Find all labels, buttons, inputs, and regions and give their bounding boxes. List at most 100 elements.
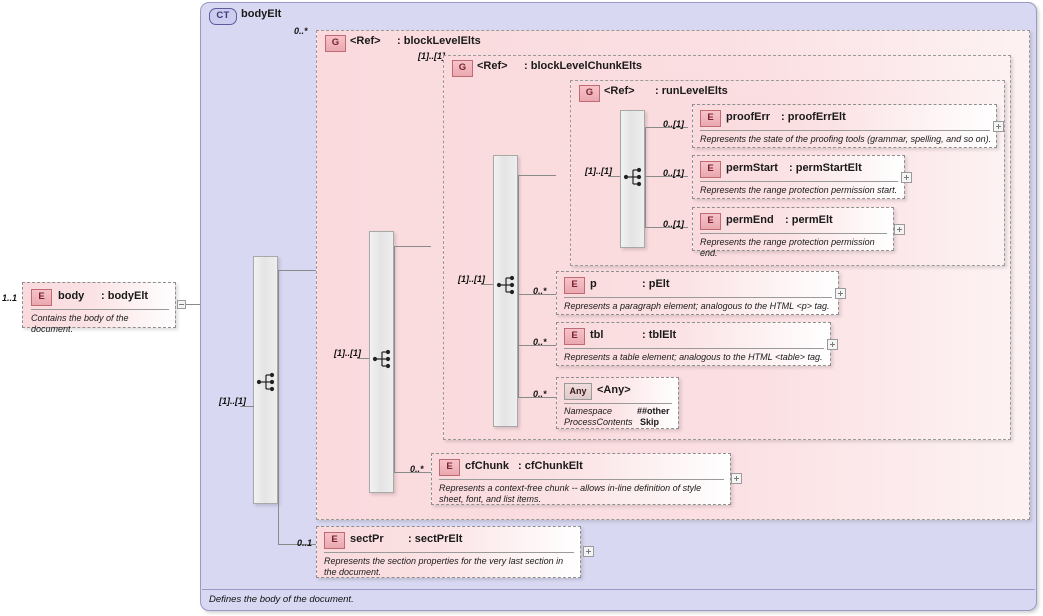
connector-line (518, 397, 556, 398)
sectPr-cardinality: 0..1 (297, 538, 313, 548)
connector-line (645, 127, 688, 128)
connector-line (357, 358, 370, 359)
expand-stub-icon[interactable] (177, 300, 186, 309)
expand-permStart-button[interactable] (901, 172, 912, 183)
divider (439, 479, 724, 480)
element-name-sectPr: sectPr (350, 533, 384, 545)
any-attr-processcontents-label: ProcessContents (564, 417, 633, 427)
element-name-permStart: permStart (726, 162, 778, 174)
element-badge-icon: E (439, 459, 460, 476)
expand-cfChunk-button[interactable] (731, 473, 742, 484)
element-badge-icon: E (564, 277, 585, 294)
root-sequence-cardinality: [1]..[1] (219, 396, 246, 406)
element-badge-icon: E (700, 110, 721, 127)
element-name-body: body (58, 290, 85, 302)
element-name-permEnd: permEnd (726, 214, 774, 226)
element-type-permStart: : permStartElt (789, 162, 862, 174)
any-cardinality: 0..* (533, 389, 547, 399)
root-sequence-compositor[interactable] (253, 256, 278, 504)
element-box-cfChunk[interactable]: E cfChunk : cfChunkElt Represents a cont… (431, 453, 731, 505)
block-level-sequence-compositor[interactable] (369, 231, 394, 493)
element-type-cfChunk: : cfChunkElt (518, 460, 583, 472)
element-name-any: <Any> (597, 384, 631, 396)
complex-type-documentation: Defines the body of the document. (209, 594, 354, 605)
group-badge-icon: G (579, 85, 600, 102)
element-badge-icon: E (700, 161, 721, 178)
element-box-sectPr[interactable]: E sectPr : sectPrElt Represents the sect… (316, 526, 581, 578)
sequence-icon (496, 275, 515, 295)
expand-sectPr-button[interactable] (583, 546, 594, 557)
element-doc-body: Contains the body of the document. (31, 313, 129, 334)
expand-tbl-button[interactable] (827, 339, 838, 350)
connector-line (608, 176, 621, 177)
connector-line (645, 176, 688, 177)
element-box-permEnd[interactable]: E permEnd : permElt Represents the range… (692, 207, 894, 258)
element-type-tbl: : tblElt (642, 329, 677, 341)
element-doc-tbl: Represents a table element; analogous to… (564, 352, 823, 362)
connector-line (481, 284, 494, 285)
element-doc-permEnd: Represents the range protection permissi… (700, 237, 875, 258)
blockLevelChunkElts-cardinality: [1]..[1] (418, 51, 445, 61)
connector-line (518, 345, 556, 346)
complex-type-title: bodyElt (241, 8, 282, 20)
connector-line (518, 294, 556, 295)
element-name-tbl: tbl (590, 329, 604, 341)
element-box-p[interactable]: E p : pElt Represents a paragraph elemen… (556, 271, 839, 315)
complex-type-badge-icon: CT (209, 8, 237, 25)
element-badge-icon: E (31, 289, 52, 306)
any-attr-namespace-value: ##other (637, 406, 670, 416)
run-level-sequence-compositor[interactable] (620, 110, 645, 248)
group-name-runLevelElts: : runLevelElts (655, 85, 728, 97)
group-name-blockLevelChunkElts: : blockLevelChunkElts (524, 60, 642, 72)
element-name-cfChunk: cfChunk (465, 460, 509, 472)
divider (700, 181, 898, 182)
connector-line (394, 246, 431, 247)
connector-line (240, 406, 254, 407)
connector-line (394, 472, 431, 473)
chunk-sequence-cardinality: [1]..[1] (458, 274, 485, 284)
element-box-any[interactable]: Any <Any> Namespace ##other ProcessConte… (556, 377, 679, 429)
permStart-cardinality: 0..[1] (663, 168, 685, 178)
divider (564, 297, 832, 298)
any-badge-icon: Any (564, 383, 592, 400)
group-name-blockLevelElts: : blockLevelElts (397, 35, 481, 47)
divider (700, 233, 887, 234)
any-attr-processcontents-value: Skip (640, 417, 660, 427)
element-box-permStart[interactable]: E permStart : permStartElt Represents th… (692, 155, 905, 199)
element-doc-cfChunk: Represents a context-free chunk -- allow… (439, 483, 702, 504)
divider (31, 309, 169, 310)
expand-p-button[interactable] (835, 288, 846, 299)
element-box-tbl[interactable]: E tbl : tblElt Represents a table elemen… (556, 322, 831, 366)
expand-proofErr-button[interactable] (993, 121, 1004, 132)
group-ref-label: <Ref> (350, 35, 381, 47)
element-name-p: p (590, 278, 597, 290)
element-box-proofErr[interactable]: E proofErr : proofErrElt Represents the … (692, 104, 997, 148)
element-type-body: : bodyElt (101, 290, 149, 302)
element-doc-proofErr: Represents the state of the proofing too… (700, 134, 992, 144)
element-box-body[interactable]: E body : bodyElt Contains the body of th… (22, 282, 176, 334)
footer-divider (202, 589, 1035, 590)
connector-line (278, 270, 279, 544)
p-cardinality: 0..* (533, 286, 547, 296)
divider (564, 348, 824, 349)
element-badge-icon: E (324, 532, 345, 549)
sequence-icon (256, 372, 275, 392)
element-doc-sectPr: Represents the section properties for th… (324, 556, 564, 577)
element-type-permEnd: : permElt (785, 214, 833, 226)
proofErr-cardinality: 0..[1] (663, 119, 685, 129)
expand-permEnd-button[interactable] (894, 224, 905, 235)
connector-line (518, 175, 556, 176)
element-type-proofErr: : proofErrElt (781, 111, 846, 123)
element-name-proofErr: proofErr (726, 111, 770, 123)
divider (324, 552, 574, 553)
sequence-icon (372, 349, 391, 369)
group-ref-label: <Ref> (604, 85, 635, 97)
group-ref-label: <Ref> (477, 60, 508, 72)
cfChunk-cardinality: 0..* (410, 464, 424, 474)
chunk-level-sequence-compositor[interactable] (493, 155, 518, 427)
block-sequence-cardinality: [1]..[1] (334, 348, 361, 358)
element-type-sectPr: : sectPrElt (408, 533, 463, 545)
connector-line (645, 227, 688, 228)
connector-line (394, 246, 395, 472)
